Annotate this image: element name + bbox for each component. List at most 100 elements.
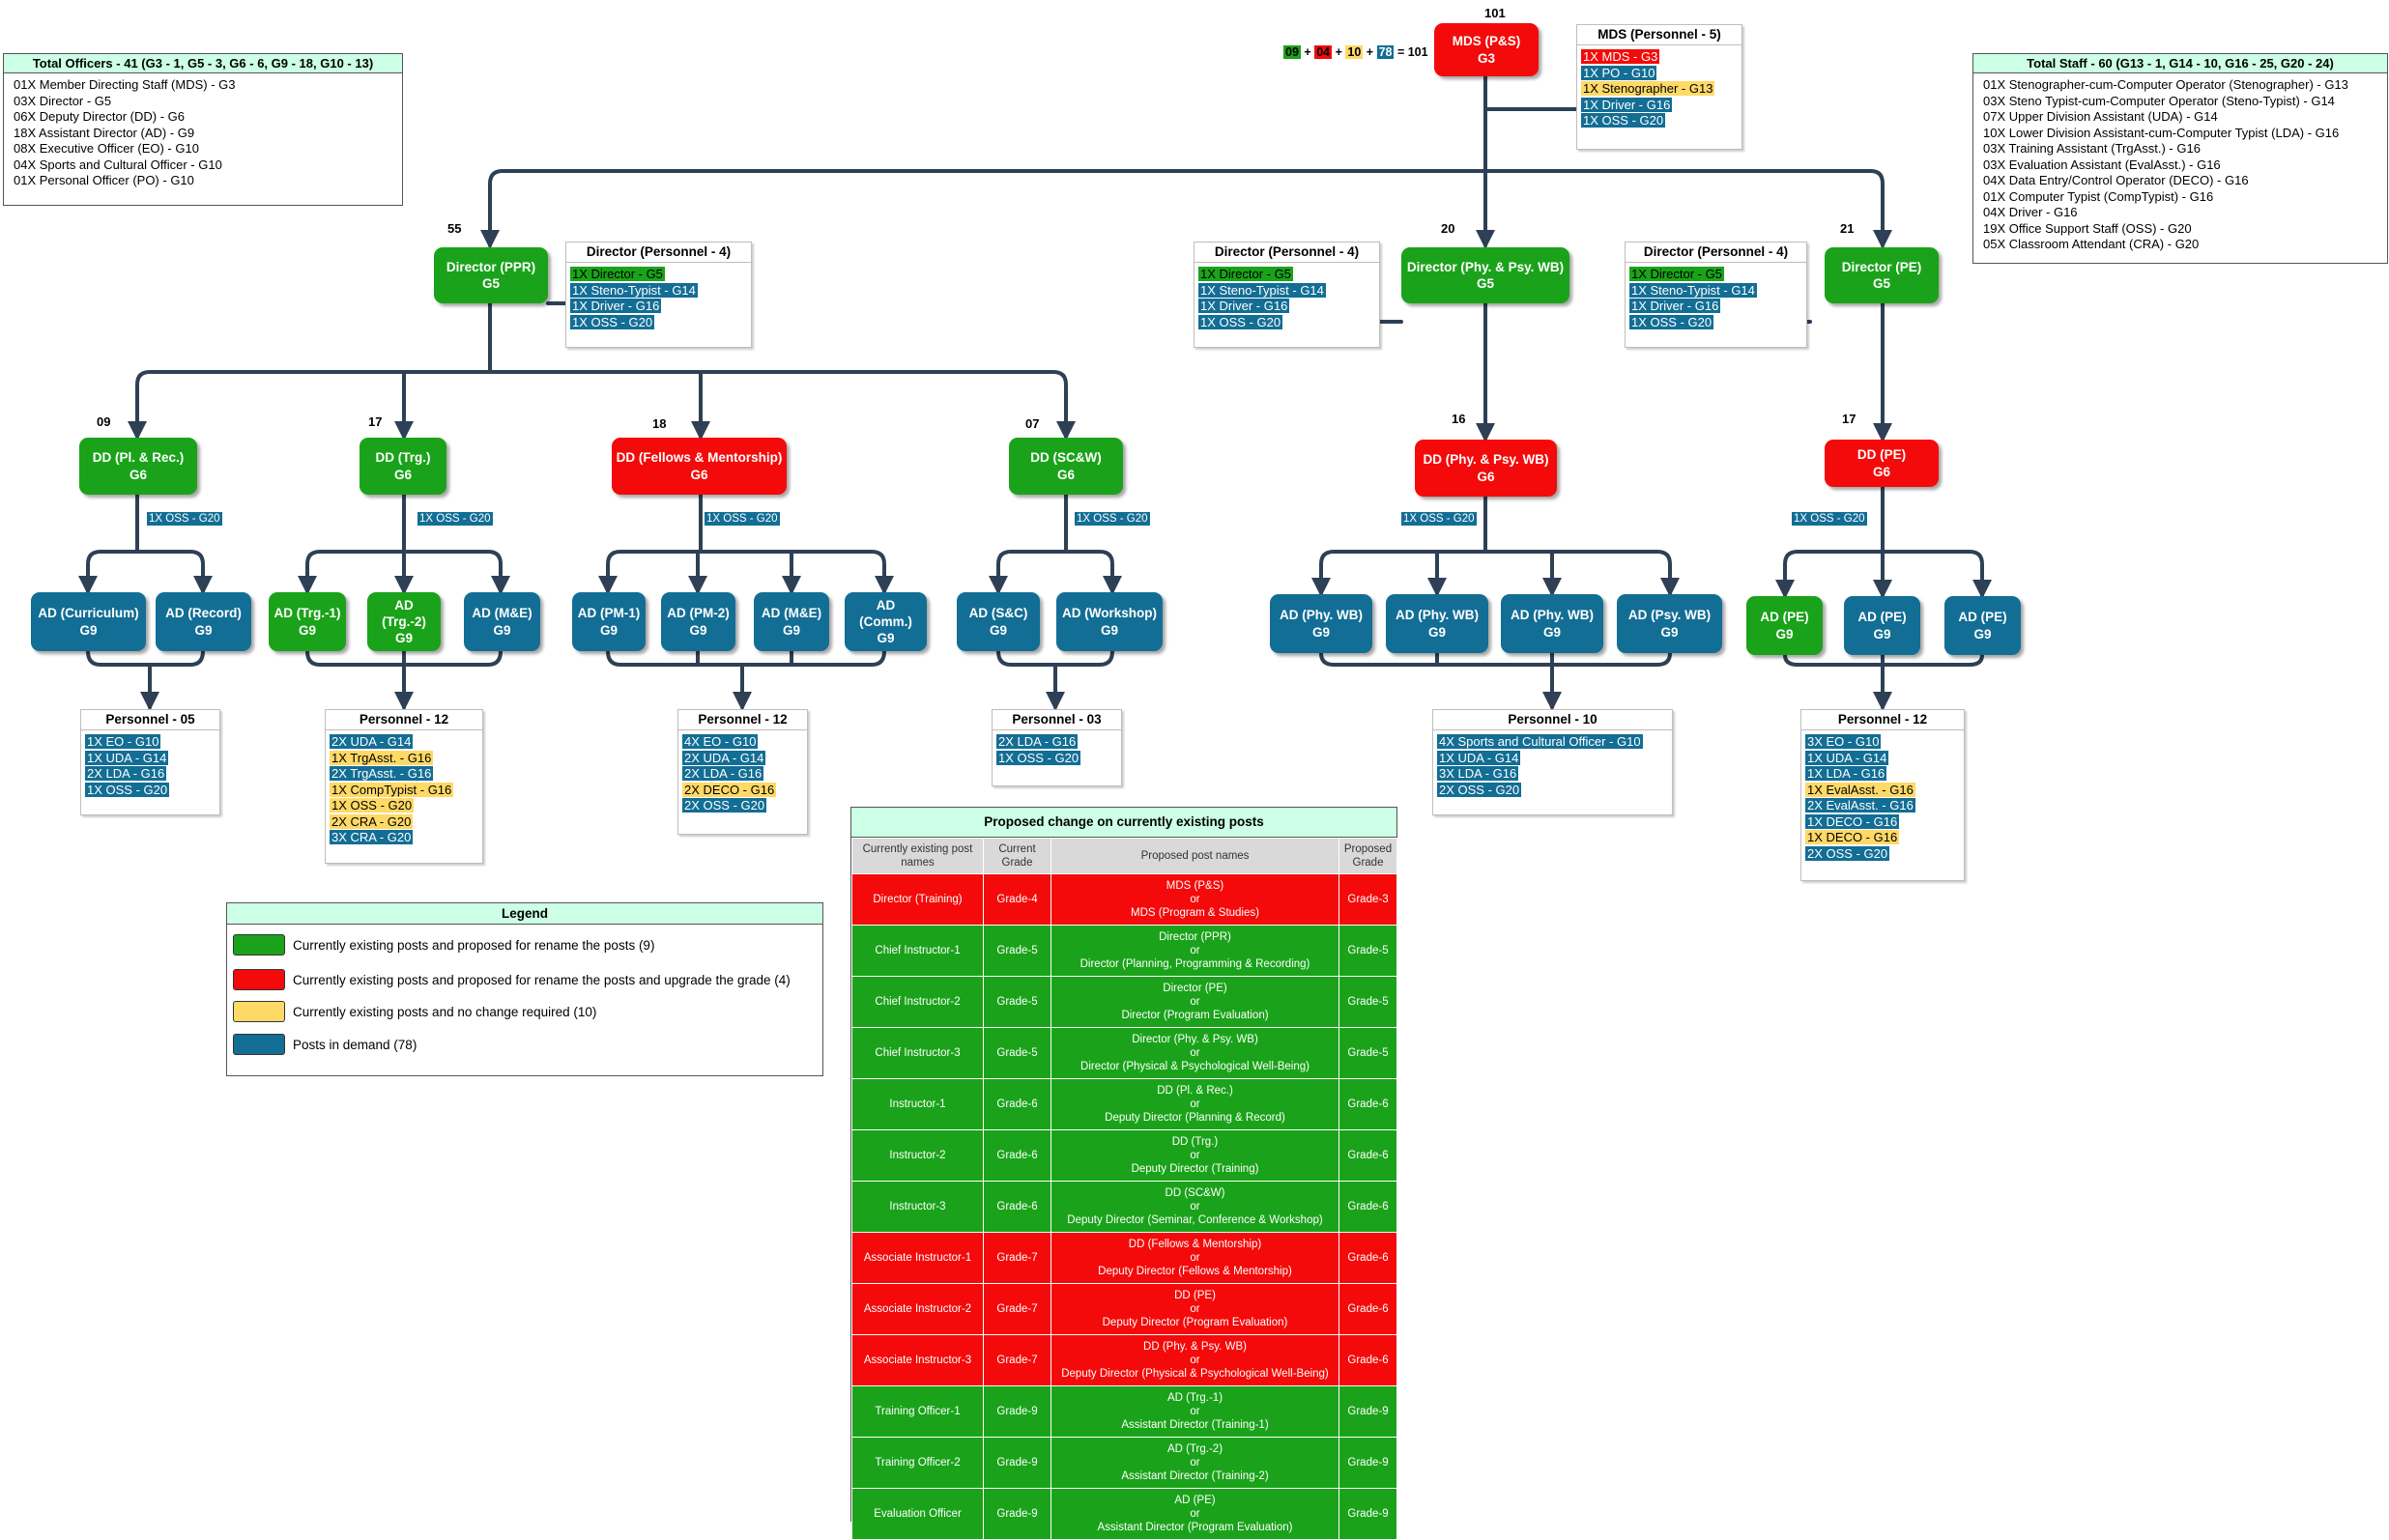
proposed-grade-cell: Grade-9: [1338, 1437, 1397, 1489]
node-grade: G9: [689, 622, 707, 638]
or-label: or: [1190, 894, 1200, 905]
summary-line: 10X Lower Division Assistant-cum-Compute…: [1983, 125, 2340, 140]
proposed-grade-cell: Grade-6: [1338, 1078, 1397, 1130]
ad-pe-node[interactable]: AD (PE)G9: [1944, 596, 2021, 655]
node-grade: G9: [194, 622, 213, 638]
proposed-grade-cell: Grade-9: [1338, 1385, 1397, 1438]
director-phy-node[interactable]: Director (Phy. & Psy. WB) G5: [1401, 247, 1569, 303]
node-title: AD (M&E): [761, 606, 822, 621]
node-grade: G9: [394, 631, 413, 646]
existing-post-cell: Associate Instructor-1: [851, 1232, 984, 1284]
node-title: DD (Fellows & Mentorship): [616, 450, 783, 466]
proposed-name-line: Director (PE): [1163, 983, 1227, 994]
ad-psy-wb-node[interactable]: AD (Psy. WB)G9: [1617, 594, 1722, 653]
dd-pe-node[interactable]: DD (PE) G6: [1825, 440, 1939, 487]
ad-me-node[interactable]: AD (M&E)G9: [754, 592, 829, 651]
legend-item: Posts in demand (78): [233, 1034, 417, 1055]
ad-curriculum-node[interactable]: AD (Curriculum)G9: [31, 592, 146, 651]
proposal-table-title: Proposed change on currently existing po…: [851, 808, 1396, 838]
or-label: or: [1190, 1252, 1200, 1264]
proposed-name-line: DD (PE): [1174, 1290, 1216, 1301]
dd-plrec-node[interactable]: DD (Pl. & Rec.) G6: [79, 438, 197, 495]
ad-record-node[interactable]: AD (Record)G9: [156, 592, 251, 651]
proposed-name-line: Director (Physical & Psychological Well-…: [1080, 1061, 1310, 1072]
ad-pm1-node[interactable]: AD (PM-1)G9: [572, 592, 646, 651]
formula-yellow: 10: [1345, 45, 1364, 59]
personnel-line: 1X OSS - G20: [85, 782, 170, 797]
summary-line: 03X Training Assistant (TrgAsst.) - G16: [1983, 141, 2201, 156]
dd-fellows-node[interactable]: DD (Fellows & Mentorship) G6: [612, 438, 787, 495]
formula-blue: 78: [1376, 45, 1395, 59]
mds-personnel-list: 1X MDS - G3 1X PO - G10 1X Stenographer …: [1577, 45, 1741, 129]
ad-phy-wb-node[interactable]: AD (Phy. WB)G9: [1386, 594, 1488, 653]
ad-phy-wb-node[interactable]: AD (Phy. WB)G9: [1270, 594, 1372, 653]
ad-pe-node[interactable]: AD (PE)G9: [1746, 596, 1823, 655]
dd-plrec-oss-tag: 1X OSS - G20: [147, 512, 222, 526]
dd-phy-node[interactable]: DD (Phy. & Psy. WB) G6: [1415, 440, 1557, 497]
personnel-title: Director (Personnel - 4): [566, 242, 751, 263]
node-title: AD (Comm.): [859, 597, 912, 629]
node-title: AD (PE): [1857, 610, 1907, 625]
ad-sc-node[interactable]: AD (S&C)G9: [957, 592, 1040, 651]
ad-pe-node[interactable]: AD (PE)G9: [1844, 596, 1920, 655]
proposed-name-line: Assistant Director (Training-1): [1121, 1419, 1269, 1431]
director-ppr-node[interactable]: Director (PPR) G5: [434, 247, 548, 303]
node-title: AD (M&E): [472, 606, 532, 621]
dd-scw-node[interactable]: DD (SC&W) G6: [1009, 438, 1123, 495]
proposed-grade-cell: Grade-5: [1338, 925, 1397, 977]
summary-line: 03X Director - G5: [14, 93, 112, 108]
node-title: AD (Phy. WB): [1396, 608, 1479, 623]
current-grade-cell: Grade-7: [983, 1334, 1051, 1386]
personnel-line: 2X DECO - G16: [682, 782, 777, 797]
director-pe-node[interactable]: Director (PE) G5: [1825, 247, 1939, 303]
current-grade-cell: Grade-5: [983, 925, 1051, 977]
col-header: Proposed post names: [1051, 838, 1339, 874]
personnel-line: 2X OSS - G20: [1805, 845, 1890, 861]
ad-workshop-node[interactable]: AD (Workshop)G9: [1056, 592, 1163, 651]
existing-post-cell: Evaluation Officer: [851, 1488, 984, 1540]
current-grade-cell: Grade-6: [983, 1181, 1051, 1233]
personnel-title: Director (Personnel - 4): [1194, 242, 1379, 263]
proposed-name-line: Assistant Director (Training-2): [1121, 1470, 1269, 1482]
ad-trg1-node[interactable]: AD (Trg.-1)G9: [269, 592, 346, 651]
mds-personnel-title: MDS (Personnel - 5): [1577, 25, 1741, 45]
director-ppr-count: 55: [447, 221, 462, 236]
node-title: AD (S&C): [968, 606, 1028, 621]
ad-trg2-node[interactable]: AD (Trg.-2)G9: [367, 592, 441, 651]
summary-line: 04X Data Entry/Control Operator (DECO) -…: [1983, 173, 2249, 187]
ad-pm2-node[interactable]: AD (PM-2)G9: [661, 592, 735, 651]
current-grade-cell: Grade-7: [983, 1232, 1051, 1284]
proposed-name-line: DD (SC&W): [1165, 1187, 1225, 1199]
node-title: DD (SC&W): [1030, 450, 1102, 466]
node-grade: G9: [1660, 624, 1679, 640]
legend-label: Currently existing posts and no change r…: [293, 1004, 597, 1019]
total-staff-summary: Total Staff - 60 (G13 - 1, G14 - 10, G16…: [1972, 53, 2388, 264]
current-grade-cell: Grade-4: [983, 873, 1051, 926]
ad-me-node[interactable]: AD (M&E)G9: [464, 592, 540, 651]
existing-post-cell: Director (Training): [851, 873, 984, 926]
node-grade: G6: [393, 467, 412, 482]
ad-comm-node[interactable]: AD (Comm.) G9: [845, 592, 927, 651]
ad-phy-wb-node[interactable]: AD (Phy. WB)G9: [1501, 594, 1603, 653]
proposed-name-line: DD (Pl. & Rec.): [1157, 1085, 1233, 1097]
existing-post-cell: Chief Instructor-1: [851, 925, 984, 977]
dd-trg-node[interactable]: DD (Trg.) G6: [360, 438, 446, 495]
node-grade: G6: [1056, 467, 1075, 482]
personnel-line: 1X OSS - G20: [1581, 113, 1666, 128]
node-grade: G9: [877, 631, 895, 646]
node-title: Director (PE): [1841, 259, 1922, 274]
personnel-line: 1X PO - G10: [1581, 65, 1657, 80]
or-label: or: [1190, 1150, 1200, 1161]
dd-phy-oss-tag: 1X OSS - G20: [1401, 512, 1477, 526]
personnel-line: 1X UDA - G14: [85, 750, 169, 765]
mds-node[interactable]: MDS (P&S) G3: [1434, 23, 1539, 76]
node-grade: G6: [690, 467, 708, 482]
col-header: Current Grade: [983, 838, 1051, 874]
